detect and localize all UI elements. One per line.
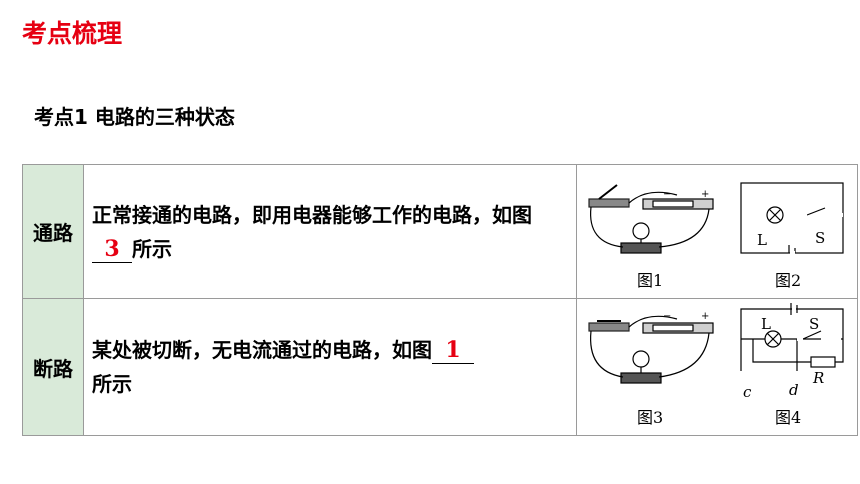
answer-blank: 3 xyxy=(92,236,132,263)
battery-plus-label: + xyxy=(701,311,709,322)
description-suffix: 所示 xyxy=(132,236,172,261)
figure-1-circuit xyxy=(588,184,714,254)
description-suffix: 所示 xyxy=(92,372,132,396)
row-label-closed-circuit: 通路 xyxy=(22,164,84,299)
description-text: 某处被切断，无电流通过的电路，如图 xyxy=(92,338,432,362)
row-label-open-circuit: 断路 xyxy=(22,298,84,436)
fig2-lamp-label: L xyxy=(757,231,767,249)
fig4-resistor-label: R xyxy=(812,369,824,387)
battery-plus-label: + xyxy=(701,189,709,200)
fig4-switch-label: S xyxy=(809,315,819,333)
figure-2-caption: 图2 xyxy=(775,271,801,290)
figure-3-caption: 图3 xyxy=(637,408,663,427)
figure-3-circuit xyxy=(588,315,714,384)
fig4-terminal-d-label: d xyxy=(789,381,799,399)
fig4-lamp-label: L xyxy=(761,315,771,333)
section-title: 考点梳理 xyxy=(22,19,123,48)
answer-blank: 1 xyxy=(432,337,474,364)
battery-minus-label: − xyxy=(663,311,671,322)
battery-minus-label: − xyxy=(663,189,671,200)
figures-3-4-svg: − + 图3 xyxy=(588,303,844,427)
figures-top: − + 图1 L xyxy=(576,164,858,299)
fig2-switch-label: S xyxy=(815,229,825,247)
figures-bottom: − + 图3 xyxy=(576,298,858,436)
figure-4-caption: 图4 xyxy=(775,408,801,427)
figure-1-caption: 图1 xyxy=(637,271,663,290)
description-text: 正常接通的电路，即用电器能够工作的电路，如图 xyxy=(92,202,532,227)
figures-1-2-svg: − + 图1 L xyxy=(588,182,844,290)
fig4-terminal-c-label: c xyxy=(743,383,752,401)
knowledge-point-title: 考点1 电路的三种状态 xyxy=(34,105,235,129)
